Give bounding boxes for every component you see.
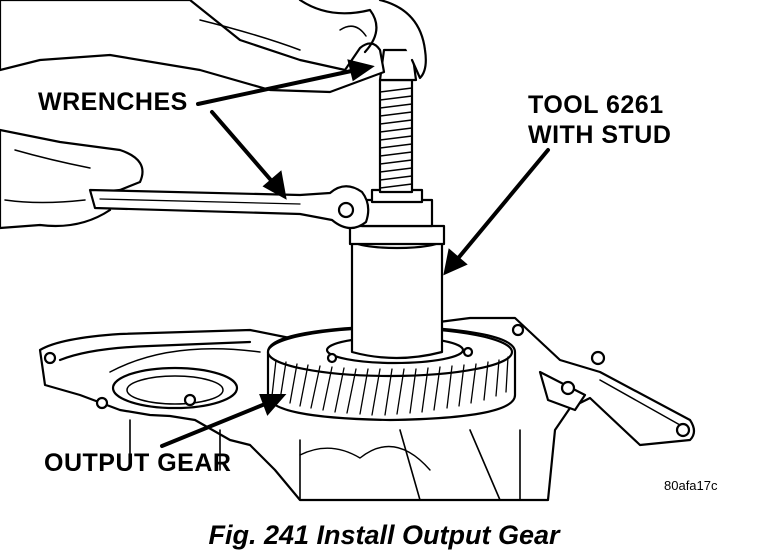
tool-arrow	[453, 148, 550, 264]
threaded-stud	[378, 48, 418, 194]
tool-6261	[348, 188, 446, 360]
tool-callout-line2: WITH STUD	[528, 121, 672, 149]
tool-arrowhead	[443, 248, 468, 276]
lower-wrench	[88, 185, 370, 230]
wrenches-arrow-upper	[196, 68, 358, 106]
output-gear-arrowhead	[259, 394, 287, 416]
output-gear-callout: OUTPUT GEAR	[44, 449, 232, 477]
lower-hand	[0, 128, 144, 230]
wrenches-arrowhead-upper	[347, 59, 375, 82]
leader-arrows	[160, 59, 550, 448]
figure-code: 80afa17c	[664, 478, 718, 493]
tool-callout-line1: TOOL 6261	[528, 91, 664, 119]
tool-callout: TOOL 6261 WITH STUD	[528, 90, 671, 150]
wrenches-arrow-lower	[210, 110, 278, 188]
output-gear-arrow	[160, 400, 272, 448]
wrenches-callout: WRENCHES	[38, 88, 188, 116]
upper-hands	[0, 0, 427, 94]
wrenches-arrowhead-lower	[262, 170, 287, 200]
figure-caption: Fig. 241 Install Output Gear	[208, 520, 560, 550]
